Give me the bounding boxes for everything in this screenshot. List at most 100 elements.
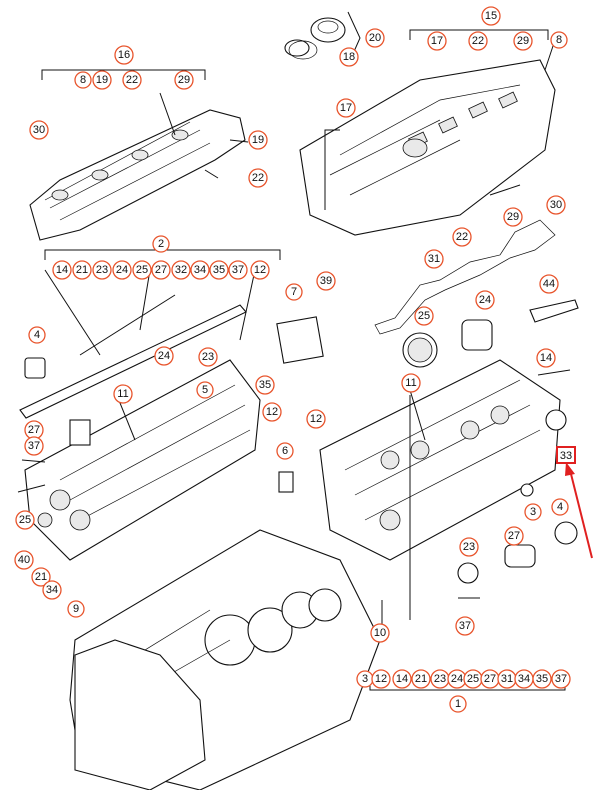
callout-9[interactable]: 9 [67, 600, 85, 618]
callout-27[interactable]: 27 [504, 526, 524, 546]
callout-34[interactable]: 34 [190, 260, 210, 280]
callout-circle [196, 381, 214, 399]
callout-31[interactable]: 31 [497, 669, 517, 689]
callout-23[interactable]: 23 [459, 537, 479, 557]
callout-15[interactable]: 15 [481, 6, 501, 26]
callout-3[interactable]: 3 [524, 503, 542, 521]
callout-7[interactable]: 7 [285, 283, 303, 301]
callout-29[interactable]: 29 [503, 207, 523, 227]
callout-label: 16 [118, 49, 130, 61]
callout-22[interactable]: 22 [122, 70, 142, 90]
callout-22[interactable]: 22 [468, 31, 488, 51]
callout-12[interactable]: 12 [262, 402, 282, 422]
callout-34[interactable]: 34 [42, 580, 62, 600]
callout-25[interactable]: 25 [15, 510, 35, 530]
callout-21[interactable]: 21 [31, 567, 51, 587]
callout-11[interactable]: 11 [113, 384, 133, 404]
callout-4[interactable]: 4 [551, 498, 569, 516]
callout-label: 22 [456, 231, 468, 243]
callout-21[interactable]: 21 [72, 260, 92, 280]
callout-30[interactable]: 30 [546, 195, 566, 215]
callout-4[interactable]: 4 [28, 326, 46, 344]
callout-22[interactable]: 22 [452, 227, 472, 247]
callout-35[interactable]: 35 [209, 260, 229, 280]
callout-37[interactable]: 37 [228, 260, 248, 280]
callout-31[interactable]: 31 [424, 249, 444, 269]
callout-27[interactable]: 27 [480, 669, 500, 689]
callout-37[interactable]: 37 [24, 436, 44, 456]
callout-19[interactable]: 19 [248, 130, 268, 150]
callout-label: 35 [259, 379, 271, 391]
callout-21[interactable]: 21 [411, 669, 431, 689]
callout-44[interactable]: 44 [539, 274, 559, 294]
callout-29[interactable]: 29 [513, 31, 533, 51]
callout-label: 11 [405, 377, 416, 389]
callout-25[interactable]: 25 [463, 669, 483, 689]
callout-label: 6 [282, 445, 288, 457]
callout-8[interactable]: 8 [550, 31, 568, 49]
callout-17[interactable]: 17 [427, 31, 447, 51]
callout-circle [228, 260, 248, 280]
callout-12[interactable]: 12 [306, 409, 326, 429]
callout-24[interactable]: 24 [154, 346, 174, 366]
callout-32[interactable]: 32 [171, 260, 191, 280]
callout-24[interactable]: 24 [475, 290, 495, 310]
callout-circle [15, 510, 35, 530]
callout-circle [122, 70, 142, 90]
callout-5[interactable]: 5 [196, 381, 214, 399]
callout-30[interactable]: 30 [29, 120, 49, 140]
callout-34[interactable]: 34 [514, 669, 534, 689]
callout-10[interactable]: 10 [370, 623, 390, 643]
callout-35[interactable]: 35 [255, 375, 275, 395]
callout-14[interactable]: 14 [536, 348, 556, 368]
callout-label: 24 [158, 350, 170, 362]
callout-12[interactable]: 12 [250, 260, 270, 280]
callout-circle [532, 669, 552, 689]
callout-label: 5 [202, 384, 208, 396]
callout-label: 3 [530, 506, 536, 518]
callout-27[interactable]: 27 [151, 260, 171, 280]
right-valve-cover [299, 59, 556, 236]
callout-14[interactable]: 14 [392, 669, 412, 689]
callout-19[interactable]: 19 [92, 70, 112, 90]
highlight-box-33[interactable]: 33 [556, 446, 576, 464]
callout-14[interactable]: 14 [52, 260, 72, 280]
callout-circle [151, 260, 171, 280]
callout-circle [401, 373, 421, 393]
callout-18[interactable]: 18 [339, 47, 359, 67]
callout-11[interactable]: 11 [401, 373, 421, 393]
callout-3[interactable]: 3 [356, 670, 374, 688]
callout-2[interactable]: 2 [152, 235, 170, 253]
callout-8[interactable]: 8 [74, 71, 92, 89]
callout-39[interactable]: 39 [316, 271, 336, 291]
callout-22[interactable]: 22 [248, 168, 268, 188]
callout-35[interactable]: 35 [532, 669, 552, 689]
callout-24[interactable]: 24 [112, 260, 132, 280]
callout-circle [427, 31, 447, 51]
callout-label: 4 [557, 501, 563, 513]
callout-27[interactable]: 27 [24, 420, 44, 440]
callout-16[interactable]: 16 [114, 45, 134, 65]
callout-37[interactable]: 37 [455, 616, 475, 636]
callout-6[interactable]: 6 [276, 442, 294, 460]
callout-24[interactable]: 24 [447, 669, 467, 689]
callout-20[interactable]: 20 [365, 28, 385, 48]
callout-label: 40 [18, 554, 30, 566]
callout-25[interactable]: 25 [414, 306, 434, 326]
callout-25[interactable]: 25 [132, 260, 152, 280]
callout-23[interactable]: 23 [92, 260, 112, 280]
callout-circle [459, 537, 479, 557]
callout-label: 31 [428, 253, 440, 265]
callout-circle [24, 436, 44, 456]
oil-filler-cap [284, 17, 346, 57]
callout-40[interactable]: 40 [14, 550, 34, 570]
callout-23[interactable]: 23 [198, 347, 218, 367]
callout-23[interactable]: 23 [430, 669, 450, 689]
callout-17[interactable]: 17 [336, 98, 356, 118]
callout-circle [67, 600, 85, 618]
callout-37[interactable]: 37 [551, 669, 571, 689]
callout-circle [452, 227, 472, 247]
callout-1[interactable]: 1 [449, 695, 467, 713]
callout-12[interactable]: 12 [371, 669, 391, 689]
callout-29[interactable]: 29 [174, 70, 194, 90]
